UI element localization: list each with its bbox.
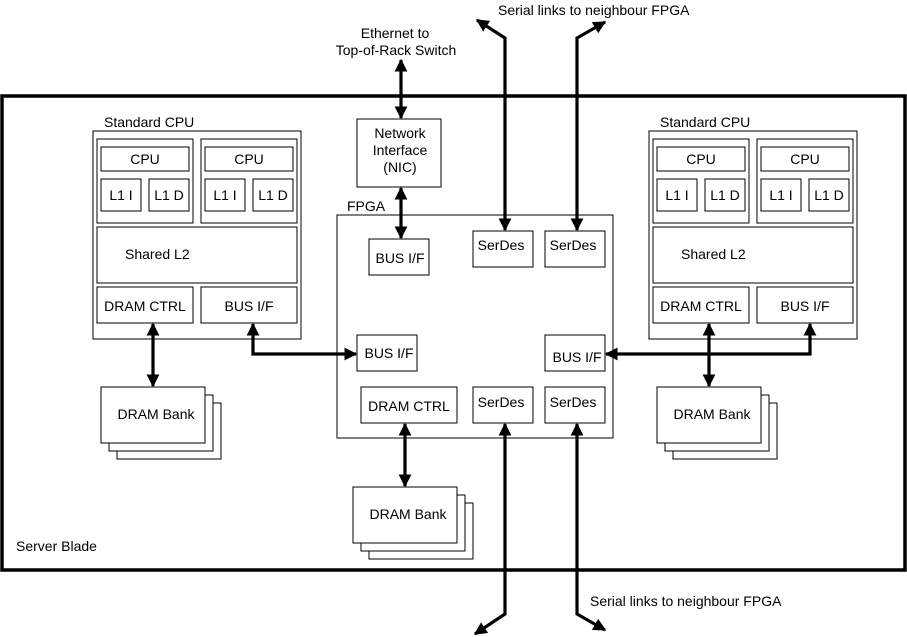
standard-cpu-right: Standard CPU CPU L1 I L1 D CPU L1 I L1 D… xyxy=(648,114,858,340)
l1i-label: L1 I xyxy=(665,187,688,203)
nic-label-line2: Interface xyxy=(373,142,428,158)
nic-label-line3: (NIC) xyxy=(383,159,416,175)
fpga-bus-if-left: BUS I/F xyxy=(364,345,413,361)
fpga-title: FPGA xyxy=(347,198,386,214)
l1d-label: L1 D xyxy=(814,187,844,203)
ethernet-label-line2: Top-of-Rack Switch xyxy=(336,42,457,58)
serial-link-bottom-right xyxy=(570,422,607,632)
dram-ctrl-label: DRAM CTRL xyxy=(104,298,186,314)
serial-link-bottom-left xyxy=(473,422,512,636)
cpu-right-title: Standard CPU xyxy=(660,114,750,130)
dram-bank-right: DRAM Bank xyxy=(656,386,778,460)
cpu-right-fpga-bus-link xyxy=(604,322,817,361)
cpu-left-title: Standard CPU xyxy=(104,114,194,130)
dram-ctrl-label: DRAM CTRL xyxy=(660,298,742,314)
bus-if-label: BUS I/F xyxy=(224,298,273,314)
fpga-bus-if-right: BUS I/F xyxy=(552,349,601,365)
standard-cpu-left: Standard CPU CPU L1 I L1 D CPU L1 I L1 D… xyxy=(92,114,302,340)
fpga-serdes-top-right: SerDes xyxy=(550,237,597,253)
l1d-label: L1 D xyxy=(258,187,288,203)
fpga-dram-ctrl: DRAM CTRL xyxy=(368,398,450,414)
cpu-right-core-2: CPU L1 I L1 D xyxy=(756,138,854,224)
dram-bank-label: DRAM Bank xyxy=(117,406,195,422)
dram-bank-label: DRAM Bank xyxy=(673,406,751,422)
fpga-bus-if-top: BUS I/F xyxy=(375,250,424,266)
shared-l2-label: Shared L2 xyxy=(681,246,746,262)
cpu-left-fpga-bus-link xyxy=(246,322,358,361)
l1d-label: L1 D xyxy=(154,187,184,203)
bus-if-label: BUS I/F xyxy=(780,298,829,314)
serial-links-top-label: Serial links to neighbour FPGA xyxy=(498,2,690,18)
l1i-label: L1 I xyxy=(109,187,132,203)
l1d-label: L1 D xyxy=(710,187,740,203)
nic-label-line1: Network xyxy=(374,125,426,141)
server-blade: Server Blade xyxy=(0,94,907,572)
l1i-label: L1 I xyxy=(213,187,236,203)
cpu-label: CPU xyxy=(130,151,160,167)
fpga-serdes-bottom-right: SerDes xyxy=(550,394,597,410)
dram-bank-center: DRAM Bank xyxy=(352,486,474,560)
fpga: FPGA BUS I/F SerDes SerDes BUS I/F BUS I… xyxy=(336,198,614,439)
cpu-label: CPU xyxy=(234,151,264,167)
fpga-serdes-top-left: SerDes xyxy=(478,237,525,253)
serial-links-bottom-label: Serial links to neighbour FPGA xyxy=(590,593,782,609)
serial-link-top-left xyxy=(475,18,512,232)
shared-l2-label: Shared L2 xyxy=(125,246,190,262)
cpu-left-core-2: CPU L1 I L1 D xyxy=(200,138,298,224)
server-blade-label: Server Blade xyxy=(16,538,97,554)
cpu-left-core-1: CPU L1 I L1 D xyxy=(96,138,194,224)
ethernet-label-line1: Ethernet to xyxy=(361,25,430,41)
dram-bank-label: DRAM Bank xyxy=(369,506,447,522)
cpu-right-core-1: CPU L1 I L1 D xyxy=(652,138,750,224)
network-interface-card: Network Interface (NIC) xyxy=(356,118,442,188)
serial-link-top-right xyxy=(570,20,607,232)
cpu-label: CPU xyxy=(790,151,820,167)
cpu-label: CPU xyxy=(686,151,716,167)
fpga-serdes-bottom-left: SerDes xyxy=(478,394,525,410)
dram-bank-left: DRAM Bank xyxy=(100,386,222,460)
l1i-label: L1 I xyxy=(769,187,792,203)
